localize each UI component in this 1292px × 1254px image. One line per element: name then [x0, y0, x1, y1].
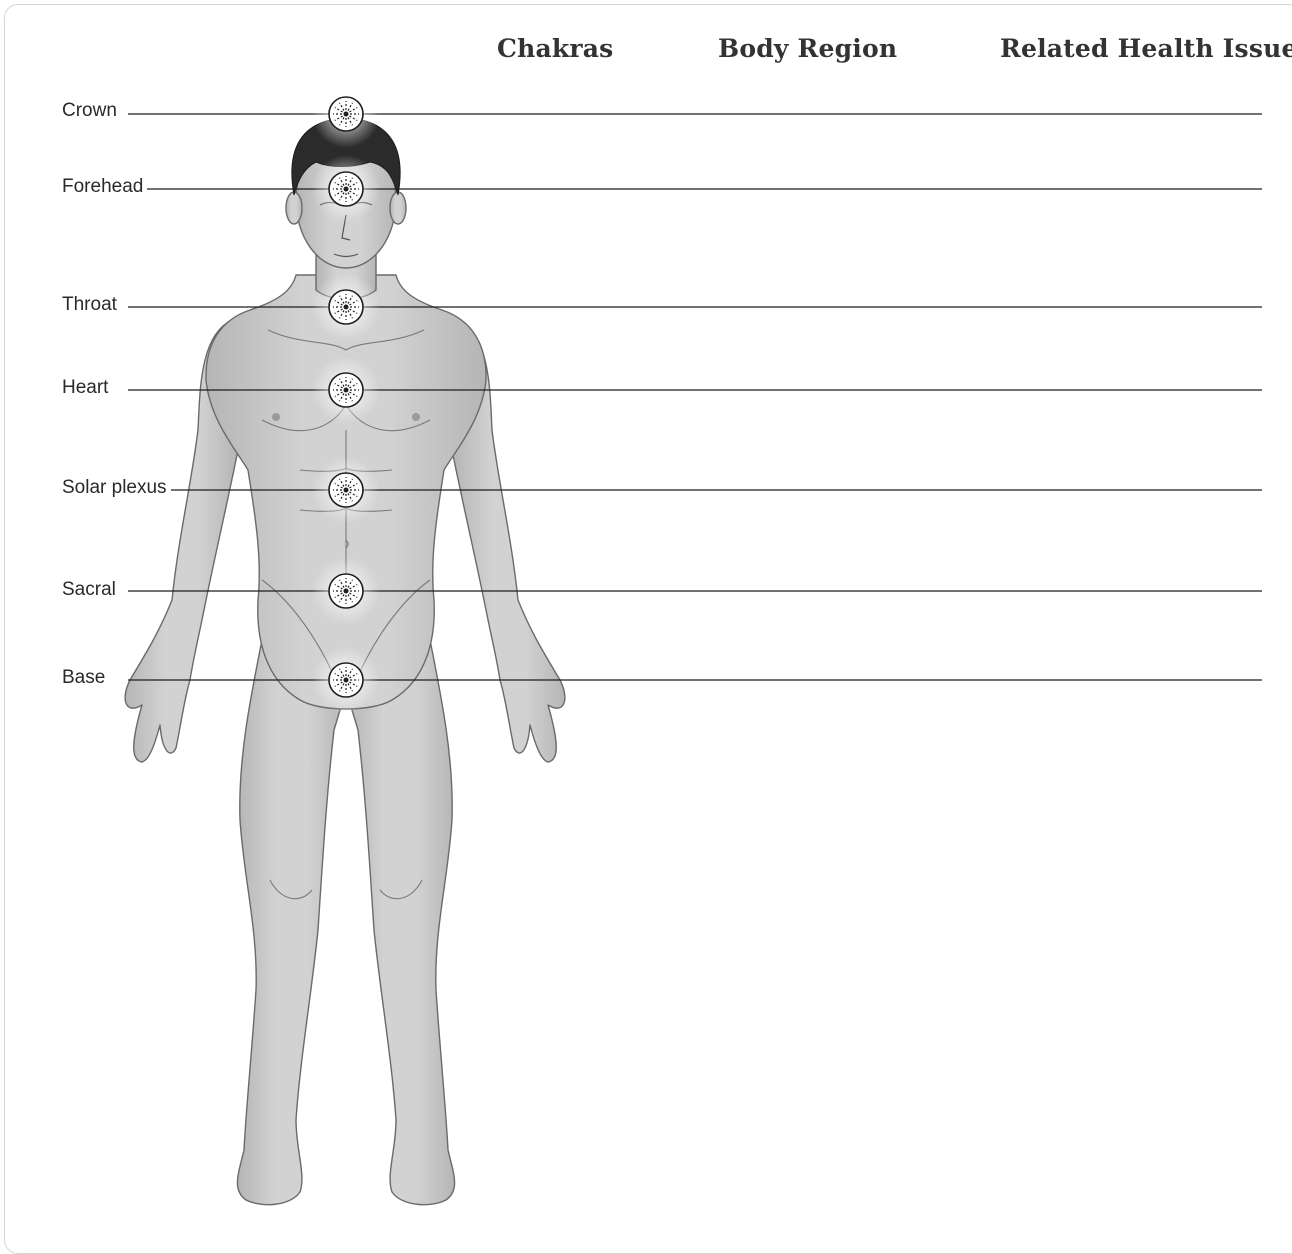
chakra-wheel-icon: [312, 273, 380, 341]
label-solar-plexus: Solar plexus: [62, 477, 171, 499]
label-forehead: Forehead: [62, 176, 147, 198]
right-nipple: [412, 413, 420, 421]
left-leg: [237, 640, 346, 1205]
label-heart: Heart: [62, 377, 112, 399]
chakra-wheel-icon: [312, 155, 380, 223]
chakra-wheel-icon: [312, 646, 380, 714]
chakra-wheel-icon: [312, 80, 380, 148]
left-ear: [286, 192, 302, 224]
right-leg: [346, 640, 455, 1205]
chakra-wheel-icon: [312, 356, 380, 424]
chakra-wheel-icon: [312, 456, 380, 524]
label-sacral: Sacral: [62, 579, 120, 601]
chakra-wheel-icon: [312, 557, 380, 625]
label-crown: Crown: [62, 100, 121, 122]
label-base: Base: [62, 667, 109, 689]
label-throat: Throat: [62, 294, 121, 316]
right-ear: [390, 192, 406, 224]
left-nipple: [272, 413, 280, 421]
